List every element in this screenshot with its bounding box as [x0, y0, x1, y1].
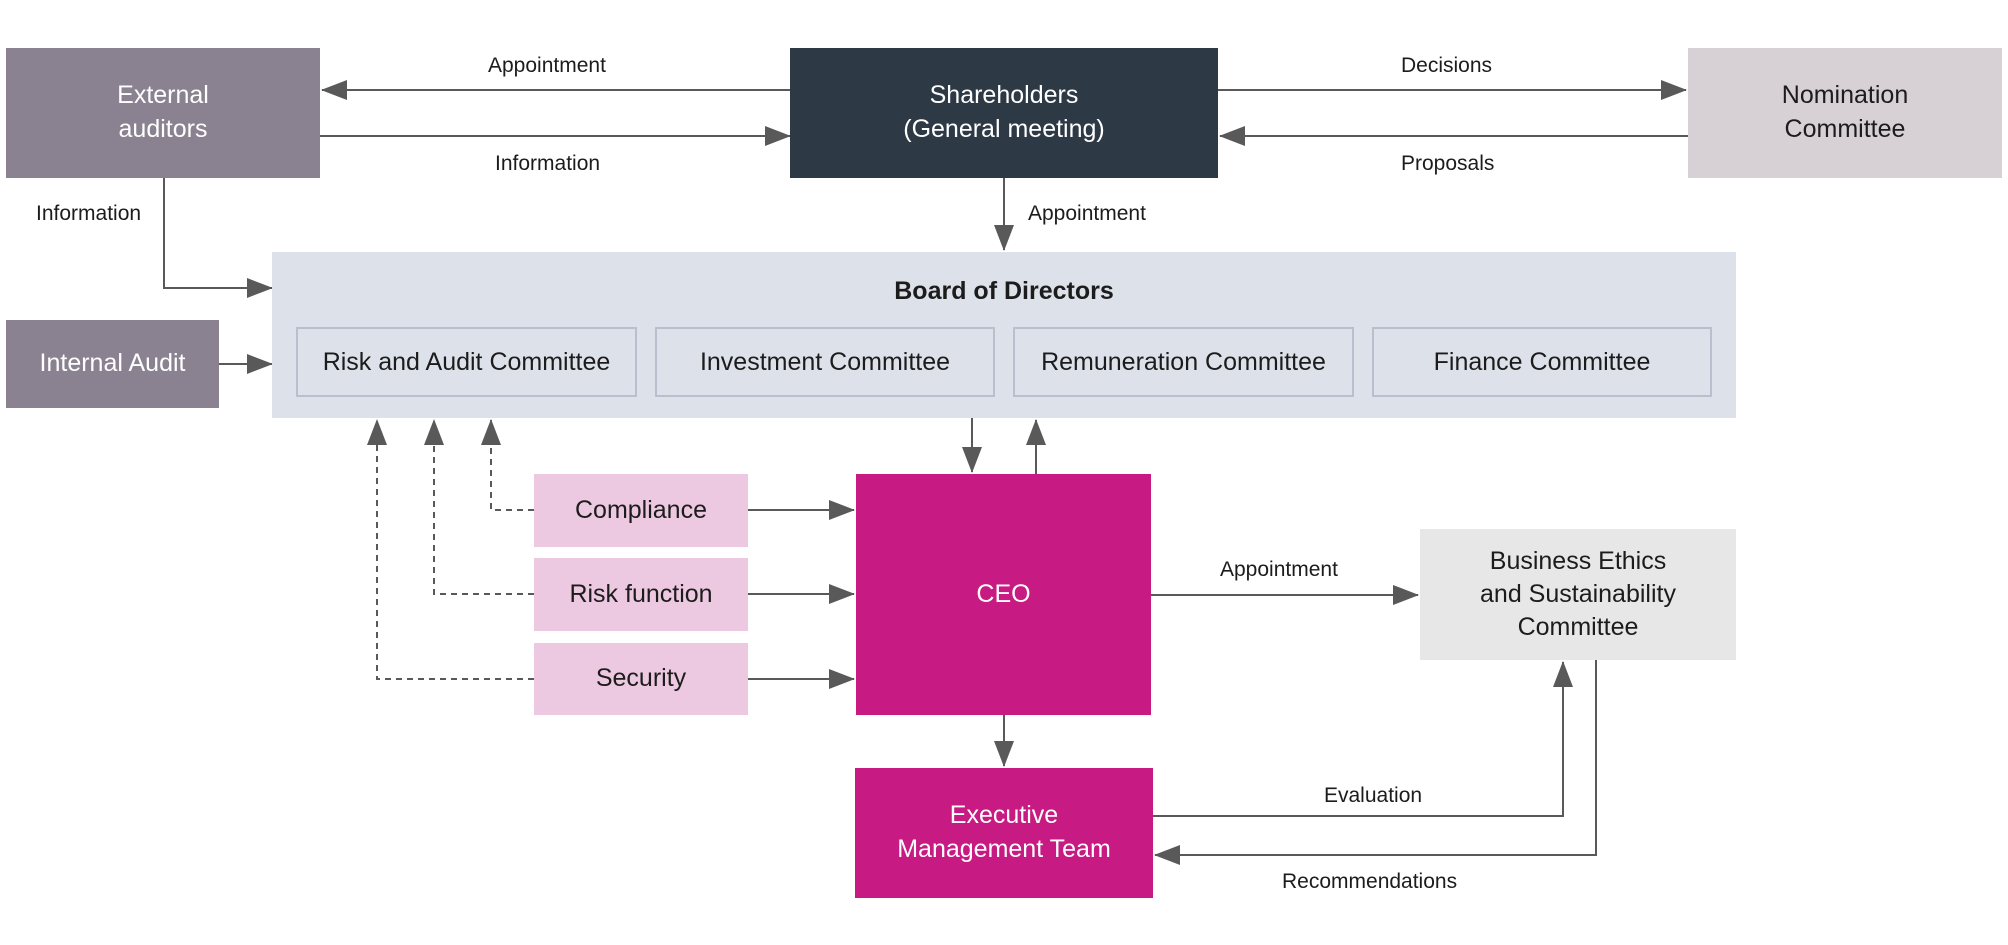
investment-committee: Investment Committee — [655, 327, 995, 397]
arrow-evaluation — [1153, 661, 1573, 817]
dashed-compliance-to-risk-audit — [481, 419, 534, 511]
label-information-to-shareholders: Information — [495, 152, 601, 175]
external-auditors-box: External auditors — [6, 48, 320, 178]
nomination-committee-box: Nomination Committee — [1688, 48, 2002, 178]
business-ethics-committee-box: Business Ethics and Sustainability Commi… — [1420, 529, 1736, 660]
label-auditors-appointment: Appointment — [488, 54, 606, 77]
shareholders-box: Shareholders (General meeting) — [790, 48, 1218, 178]
risk-function-box: Risk function — [534, 558, 748, 631]
arrow-information-to-board — [163, 178, 273, 298]
remuneration-committee: Remuneration Committee — [1013, 327, 1354, 397]
board-title: Board of Directors — [894, 277, 1114, 306]
security-box: Security — [534, 643, 748, 715]
dashed-risk-to-risk-audit — [424, 419, 534, 595]
risk-and-audit-committee: Risk and Audit Committee — [296, 327, 637, 397]
label-proposals: Proposals — [1401, 152, 1495, 175]
label-board-appointment: Appointment — [1028, 202, 1146, 225]
label-ethics-appointment: Appointment — [1220, 558, 1338, 581]
label-information-to-board: Information — [36, 202, 142, 225]
label-recommendations: Recommendations — [1282, 870, 1458, 893]
internal-audit-box: Internal Audit — [6, 320, 219, 408]
compliance-box: Compliance — [534, 474, 748, 547]
label-decisions: Decisions — [1401, 54, 1493, 77]
label-evaluation: Evaluation — [1324, 784, 1423, 807]
executive-management-team-box: Executive Management Team — [855, 768, 1153, 898]
arrow-recommendations — [1154, 660, 1597, 865]
dashed-security-to-risk-audit — [367, 419, 534, 680]
finance-committee: Finance Committee — [1372, 327, 1712, 397]
ceo-box: CEO — [856, 474, 1151, 715]
